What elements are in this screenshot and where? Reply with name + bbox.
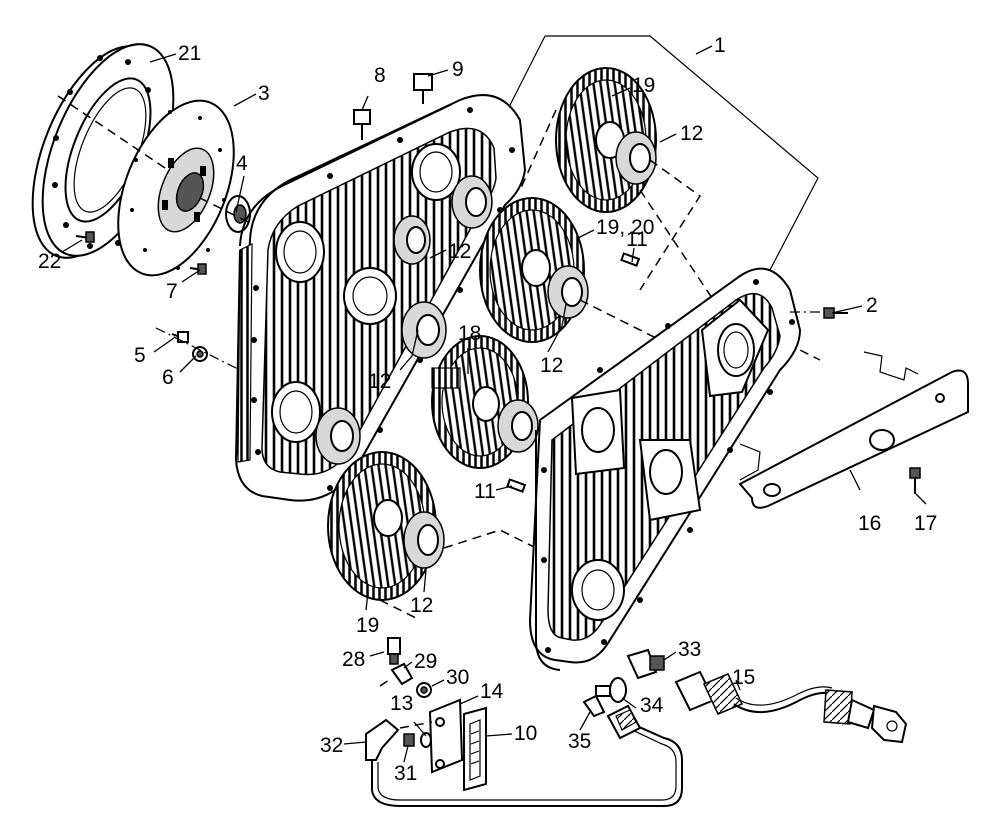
screw-17 — [909, 467, 921, 494]
hose-lower-inner — [377, 727, 677, 801]
label-part-30: 30 — [446, 666, 469, 689]
label-part-11-lower: 11 — [474, 480, 496, 503]
bearing-12-c — [401, 301, 447, 359]
label-part-35: 35 — [568, 730, 591, 753]
bearing-12-a — [451, 175, 493, 229]
label-part-34: 34 — [640, 694, 664, 717]
tee-33 — [626, 648, 665, 680]
label-part-32: 32 — [320, 734, 343, 757]
label-part-21: 21 — [178, 42, 201, 65]
axis-line-input — [57, 95, 249, 223]
label-part-12-housing: 12 — [448, 240, 471, 263]
bearing-12-d — [315, 407, 361, 465]
label-part-12-mid: 12 — [540, 354, 563, 377]
stud-5 — [171, 331, 189, 343]
nut-30 — [416, 682, 432, 698]
label-part-2: 2 — [866, 294, 878, 317]
label-part-6: 6 — [162, 366, 174, 389]
plug-9 — [413, 73, 433, 104]
fitting-28 — [387, 637, 401, 665]
nut-6 — [192, 346, 208, 362]
gearbox-cover — [528, 267, 802, 671]
label-part-29: 29 — [414, 650, 437, 673]
label-part-19-bottom: 19 — [356, 614, 379, 637]
sight-glass-10 — [463, 706, 487, 792]
label-part-15: 15 — [732, 666, 755, 689]
hose-end-lower — [606, 704, 642, 740]
label-part-7: 7 — [166, 280, 178, 303]
plug-8 — [353, 109, 371, 140]
elbow-32 — [365, 718, 400, 761]
bearing-12-b — [393, 215, 431, 265]
callout-labels: 1 2 3 4 5 6 7 8 9 10 11 11 12 12 12 12 1… — [38, 34, 937, 785]
label-part-18: 18 — [458, 322, 481, 345]
label-part-22: 22 — [38, 250, 61, 273]
hose-lower — [371, 721, 683, 807]
hose-15 — [674, 670, 908, 744]
label-part-3: 3 — [258, 82, 270, 105]
bearing-12-bottom — [403, 511, 445, 569]
label-part-5: 5 — [134, 344, 146, 367]
label-part-12-left: 12 — [368, 370, 391, 393]
elbow-35 — [582, 694, 606, 718]
label-part-9: 9 — [452, 58, 464, 81]
label-part-1: 1 — [714, 34, 726, 57]
dowel-pin-11-a — [620, 252, 641, 267]
gear-19-bottom — [327, 451, 437, 601]
clamp-bracket-14 — [428, 698, 464, 774]
label-part-17: 17 — [914, 512, 937, 535]
label-part-8: 8 — [374, 64, 386, 87]
label-part-31: 31 — [394, 762, 417, 785]
adapter-34 — [595, 677, 627, 703]
label-part-19-top: 19 — [632, 74, 655, 97]
bearing-12-low — [497, 399, 539, 453]
dowel-pin-11-b — [506, 478, 527, 493]
label-part-14: 14 — [480, 680, 504, 703]
screw-22 — [75, 231, 95, 243]
label-part-12-bottom: 12 — [410, 594, 433, 617]
fitting-31 — [403, 733, 415, 747]
drive-disc-3 — [117, 99, 235, 277]
label-part-4: 4 — [236, 152, 248, 175]
label-part-10: 10 — [514, 722, 537, 745]
leader-lines — [61, 45, 927, 763]
screw-7 — [189, 263, 207, 275]
elbow-29 — [390, 662, 414, 686]
label-part-16: 16 — [858, 512, 881, 535]
label-part-13: 13 — [390, 692, 413, 715]
label-part-11-upper: 11 — [626, 228, 648, 251]
label-part-33: 33 — [678, 638, 701, 661]
label-part-19-20: 19, 20 — [596, 216, 654, 239]
assembly-outline-1 — [504, 35, 819, 271]
label-part-12-top: 12 — [680, 122, 703, 145]
bearing-12-top — [615, 131, 657, 185]
bearing-12-mid — [547, 265, 589, 319]
label-part-28: 28 — [342, 648, 365, 671]
bracket-16 — [738, 351, 969, 509]
